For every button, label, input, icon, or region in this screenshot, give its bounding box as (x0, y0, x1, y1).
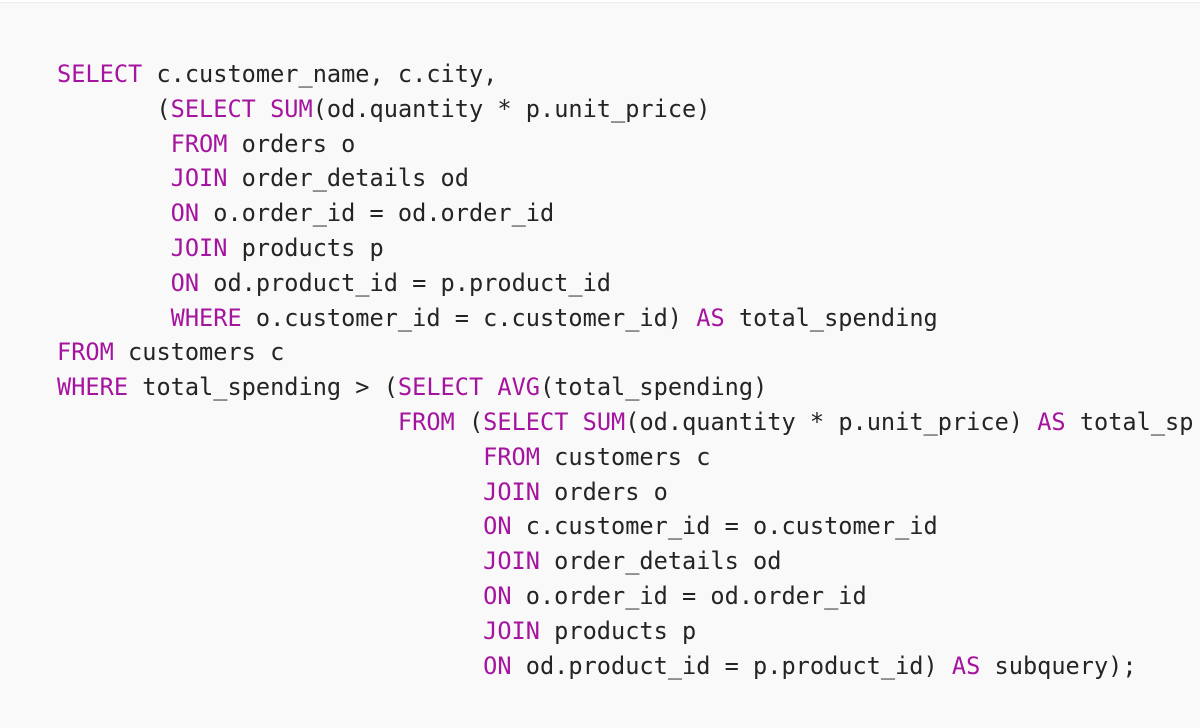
code-text: od.product_id = p.product_id) (511, 651, 952, 680)
sql-keyword: SUM (270, 94, 313, 123)
sql-keyword: WHERE (57, 373, 129, 402)
code-text (57, 512, 483, 540)
sql-keyword: AS (696, 303, 725, 332)
code-text: ( (57, 94, 171, 123)
code-line: SELECT c.customer_name, c.city, (57, 57, 1193, 92)
code-text (57, 582, 483, 610)
sql-keyword: FROM (57, 338, 114, 367)
code-text: total_spending (724, 303, 938, 332)
code-text: order_details od (227, 164, 469, 193)
sql-keyword: ON (483, 651, 512, 680)
sql-keyword: AS (1037, 407, 1066, 436)
sql-keyword: FROM (170, 129, 228, 158)
code-line: FROM customers c (57, 440, 1193, 475)
code-text (57, 269, 171, 297)
code-line: ON o.order_id = od.order_id (57, 579, 1193, 614)
sql-keyword: SELECT (57, 60, 143, 88)
code-line: FROM orders o (57, 127, 1193, 162)
code-text (57, 652, 483, 680)
code-text: c.customer_id = o.customer_id (511, 512, 938, 541)
code-line: ON od.product_id = p.product_id (57, 266, 1193, 301)
code-text (57, 304, 171, 332)
code-line: JOIN orders o (57, 475, 1193, 510)
code-line: JOIN products p (57, 231, 1193, 266)
code-text: c.customer_name, c.city, (142, 60, 498, 88)
sql-keyword: ON (170, 199, 200, 228)
code-line: WHERE o.customer_id = c.customer_id) AS … (57, 301, 1193, 336)
code-text: customers c (539, 442, 711, 471)
code-text: total_sp (1065, 407, 1194, 436)
code-text: subquery); (980, 651, 1137, 680)
code-text (57, 408, 398, 436)
code-text (57, 547, 483, 575)
sql-keyword: SUM (582, 407, 626, 436)
sql-keyword: FROM (397, 407, 455, 436)
code-text: (total_spending) (540, 373, 768, 402)
code-line: (SELECT SUM(od.quantity * p.unit_price) (57, 92, 1193, 127)
code-text: products p (539, 616, 697, 645)
sql-keyword: JOIN (170, 233, 228, 262)
sql-keyword: WHERE (170, 303, 242, 332)
code-text: od.product_id = p.product_id (199, 268, 611, 297)
sql-keyword: SELECT (170, 94, 256, 123)
code-text: o.order_id = od.order_id (199, 199, 555, 228)
code-line: JOIN products p (57, 614, 1193, 649)
code-text (57, 478, 483, 506)
sql-keyword: SELECT (397, 373, 484, 402)
code-text (57, 164, 171, 192)
code-text: products p (227, 233, 384, 262)
code-line: WHERE total_spending > (SELECT AVG(total… (57, 370, 1193, 405)
sql-keyword: AS (951, 651, 981, 680)
code-text: o.customer_id = c.customer_id) (241, 303, 697, 332)
sql-keyword: JOIN (170, 164, 228, 193)
code-text (57, 443, 483, 471)
code-text (57, 617, 483, 645)
code-line: JOIN order_details od (57, 161, 1193, 196)
sql-keyword: ON (483, 581, 512, 610)
code-line: FROM (SELECT SUM(od.quantity * p.unit_pr… (57, 405, 1194, 440)
code-text: o.order_id = od.order_id (511, 581, 867, 610)
code-text: (od.quantity * p.unit_price) (312, 94, 711, 123)
code-text (568, 408, 582, 436)
sql-keyword: ON (483, 512, 512, 541)
sql-keyword: JOIN (483, 616, 540, 645)
code-line: ON od.product_id = p.product_id) AS subq… (57, 649, 1193, 684)
code-line: JOIN order_details od (57, 544, 1193, 579)
code-text (57, 130, 171, 158)
code-text: ( (454, 407, 484, 436)
code-text: order_details od (539, 547, 782, 576)
code-line: ON o.order_id = od.order_id (57, 196, 1193, 231)
code-text: orders o (539, 477, 668, 506)
code-text (483, 373, 497, 401)
code-line: FROM customers c (57, 335, 1193, 370)
code-text: (od.quantity * p.unit_price) (625, 407, 1038, 436)
sql-keyword: JOIN (483, 547, 540, 576)
code-text: orders o (227, 129, 356, 158)
sql-keyword: AVG (497, 373, 540, 402)
code-text (256, 95, 270, 123)
sql-keyword: JOIN (483, 477, 540, 506)
code-text (57, 234, 171, 262)
sql-code[interactable]: SELECT c.customer_name, c.city, (SELECT … (57, 57, 1193, 683)
sql-keyword: ON (170, 268, 200, 297)
sql-keyword: FROM (483, 442, 540, 471)
sql-keyword: SELECT (483, 407, 569, 436)
code-text: total_spending > ( (128, 373, 398, 402)
code-text (57, 199, 171, 227)
code-text: customers c (113, 338, 285, 367)
code-line: ON c.customer_id = o.customer_id (57, 509, 1193, 544)
